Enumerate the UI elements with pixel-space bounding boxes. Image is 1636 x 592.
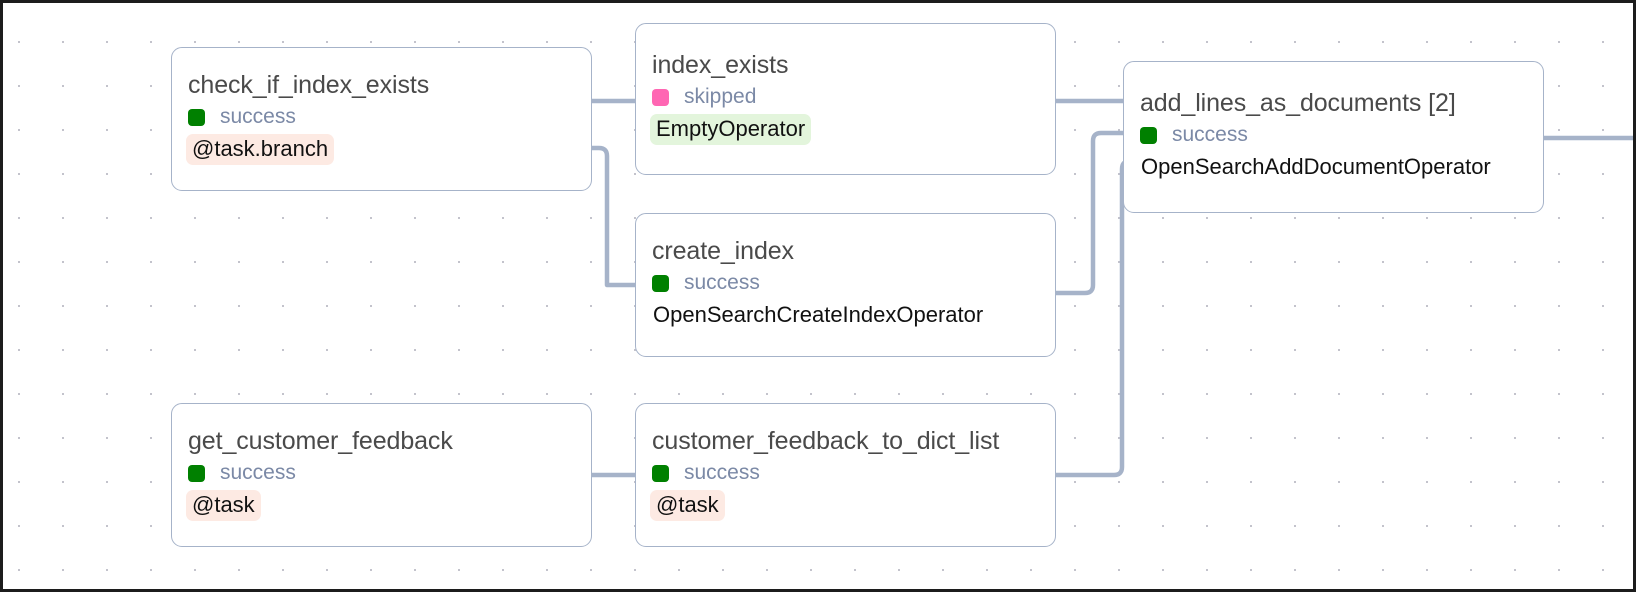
node-type-badge: OpenSearchCreateIndexOperator	[653, 302, 984, 328]
node-type-badge: @task.branch	[186, 134, 335, 165]
node-type-badge: @task	[186, 490, 261, 521]
node-type-badge: EmptyOperator	[650, 114, 812, 145]
node-title: create_index	[652, 237, 794, 266]
status-swatch-success-icon	[652, 274, 669, 292]
node-title: customer_feedback_to_dict_list	[652, 427, 1000, 456]
node-type-badge: @task	[650, 490, 725, 521]
node-title: add_lines_as_documents [2]	[1140, 89, 1456, 118]
node-status: success	[652, 271, 760, 295]
node-type-badge: OpenSearchAddDocumentOperator	[1141, 154, 1491, 180]
status-swatch-success-icon	[188, 108, 205, 126]
node-status-label: success	[220, 461, 296, 485]
dag-node-check-if-index-exists[interactable]: check_if_index_exists success @task.bran…	[171, 47, 592, 191]
node-status: success	[1140, 123, 1248, 147]
node-title: index_exists	[652, 51, 789, 80]
node-status-label: success	[220, 105, 296, 129]
status-swatch-skipped-icon	[652, 88, 669, 106]
node-status: success	[652, 461, 760, 485]
node-title: check_if_index_exists	[188, 71, 430, 100]
dag-node-customer-feedback-to-dict-list[interactable]: customer_feedback_to_dict_list success @…	[635, 403, 1056, 547]
dag-node-create-index[interactable]: create_index success OpenSearchCreateInd…	[635, 213, 1056, 357]
status-swatch-success-icon	[188, 464, 205, 482]
node-status-label: skipped	[684, 85, 757, 109]
node-status-label: success	[1172, 123, 1248, 147]
node-title: get_customer_feedback	[188, 427, 453, 456]
status-swatch-success-icon	[652, 464, 669, 482]
dag-node-get-customer-feedback[interactable]: get_customer_feedback success @task	[171, 403, 592, 547]
node-status: success	[188, 461, 296, 485]
dag-node-index-exists[interactable]: index_exists skipped EmptyOperator	[635, 23, 1056, 175]
dag-node-add-lines-as-documents[interactable]: add_lines_as_documents [2] success OpenS…	[1123, 61, 1544, 213]
edge-check-to-create-index	[592, 145, 635, 288]
node-status-label: success	[684, 461, 760, 485]
node-status: skipped	[652, 85, 756, 109]
node-status-label: success	[684, 271, 760, 295]
node-status: success	[188, 105, 296, 129]
status-swatch-success-icon	[1140, 126, 1157, 144]
edge-create-index-to-add-lines	[1056, 130, 1123, 296]
